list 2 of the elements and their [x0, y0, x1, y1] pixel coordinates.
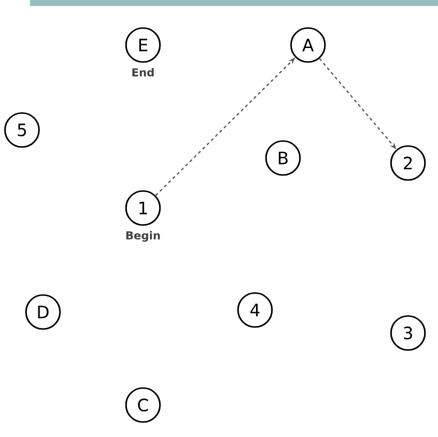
- node-caption: End: [132, 68, 154, 76]
- node-caption: Begin: [126, 231, 160, 242]
